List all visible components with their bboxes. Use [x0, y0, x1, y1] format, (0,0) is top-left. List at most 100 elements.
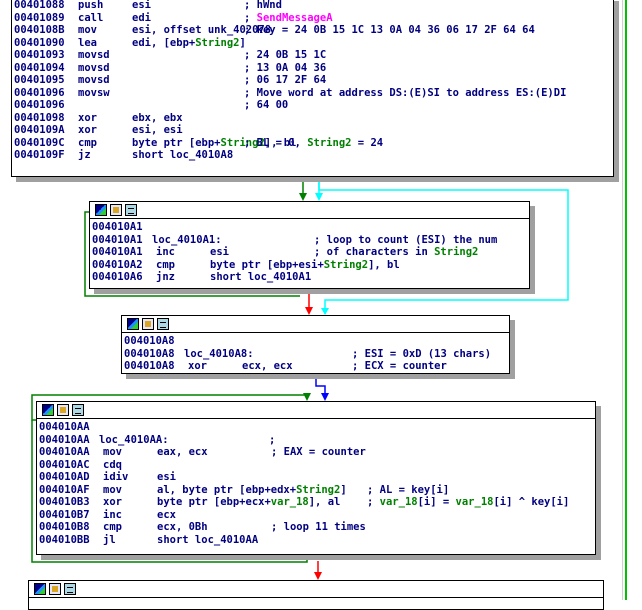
line-operands[interactable]: esi: [132, 0, 151, 11]
variable-name[interactable]: var_18: [379, 496, 418, 508]
variable-name[interactable]: String2: [195, 36, 240, 49]
line-operands[interactable]: eax, ecx: [157, 446, 208, 458]
line-operands[interactable]: esi, esi: [132, 124, 183, 136]
line-address: 0040108B: [14, 24, 65, 36]
disasm-line[interactable]: 00401096; 64 00: [14, 99, 613, 112]
edge-arrow: [315, 193, 323, 201]
code-label[interactable]: loc_4010AA:: [99, 433, 169, 446]
line-mnemonic: lea: [78, 36, 97, 49]
variable-name[interactable]: var_18: [270, 496, 309, 508]
edit-node-icon[interactable]: [57, 404, 69, 416]
line-operands[interactable]: short loc_4010A8: [132, 149, 234, 161]
node-header: [37, 402, 595, 419]
line-operands[interactable]: esi, offset unk_402078: [132, 24, 272, 36]
disasm-view-icon[interactable]: [72, 404, 84, 416]
line-operands[interactable]: ebx, ebx: [132, 111, 183, 124]
line-operands[interactable]: esi: [210, 246, 229, 258]
graph-overview-icon[interactable]: [95, 204, 107, 216]
graph-overview-icon[interactable]: [34, 583, 46, 595]
line-mnemonic: xor: [78, 111, 97, 124]
disasm-line[interactable]: 004010A8: [124, 335, 509, 348]
line-operands[interactable]: edi: [132, 11, 151, 24]
line-operands[interactable]: byte ptr [ebp+String2], bl: [132, 136, 297, 149]
disasm-line[interactable]: 004010AA: [39, 421, 595, 434]
disasm-view-icon[interactable]: [157, 318, 169, 330]
line-operands[interactable]: ecx, 0Bh: [157, 521, 208, 533]
line-operands[interactable]: short loc_4010AA: [157, 533, 259, 546]
edge-a8-to-loop2: [315, 373, 326, 394]
variable-name[interactable]: String2: [220, 136, 265, 149]
line-operands[interactable]: ecx: [157, 508, 176, 521]
variable-name[interactable]: String2: [434, 246, 479, 258]
graph-overview-icon[interactable]: [127, 318, 139, 330]
line-operands[interactable]: ecx, ecx: [242, 360, 293, 372]
node-bottom[interactable]: [28, 580, 604, 610]
variable-name[interactable]: String2: [307, 136, 352, 149]
variable-name[interactable]: var_18: [455, 496, 494, 508]
line-comment: ; 06 17 2F 64: [244, 74, 327, 86]
import-name[interactable]: SendMessageA: [256, 11, 333, 24]
disasm-line[interactable]: 004010A1: [92, 221, 529, 234]
node-header: [29, 581, 603, 598]
graph-overview-icon[interactable]: [42, 404, 54, 416]
line-address: 004010AF: [39, 483, 90, 496]
line-operands[interactable]: short loc_4010A1: [210, 271, 312, 283]
line-operands[interactable]: byte ptr [ebp+ecx+var_18], al: [157, 496, 341, 508]
line-comment: ; loop 11 times: [271, 521, 366, 533]
line-mnemonic: movsd: [78, 74, 110, 86]
line-comment: ; 64 00: [244, 99, 289, 111]
variable-name[interactable]: String2: [296, 483, 341, 496]
disasm-view-icon[interactable]: [64, 583, 76, 595]
code-label[interactable]: loc_4010A8:: [184, 347, 254, 360]
edge-arrow: [314, 572, 322, 580]
edit-node-icon[interactable]: [49, 583, 61, 595]
line-operands[interactable]: al, byte ptr [ebp+edx+String2]: [157, 483, 347, 496]
line-mnemonic: jz: [78, 149, 91, 161]
line-comment: ; var_18[i] = var_18[i] ^ key[i]: [367, 496, 570, 508]
edit-node-icon[interactable]: [110, 204, 122, 216]
edit-node-icon[interactable]: [142, 318, 154, 330]
code-label[interactable]: loc_4010A1:: [152, 233, 222, 246]
line-address: 004010AA: [39, 433, 90, 446]
scroll-overview-bar[interactable]: [622, 0, 642, 600]
variable-name[interactable]: String2: [323, 258, 369, 271]
line-operands[interactable]: esi: [157, 471, 176, 483]
line-operands[interactable]: byte ptr [ebp+esi+String2], bl: [210, 258, 400, 271]
line-comment: ; AL = key[i]: [367, 483, 450, 496]
line-mnemonic: cmp: [156, 258, 175, 271]
disasm-view-icon[interactable]: [125, 204, 137, 216]
line-operands[interactable]: edi, [ebp+String2]: [132, 36, 246, 49]
